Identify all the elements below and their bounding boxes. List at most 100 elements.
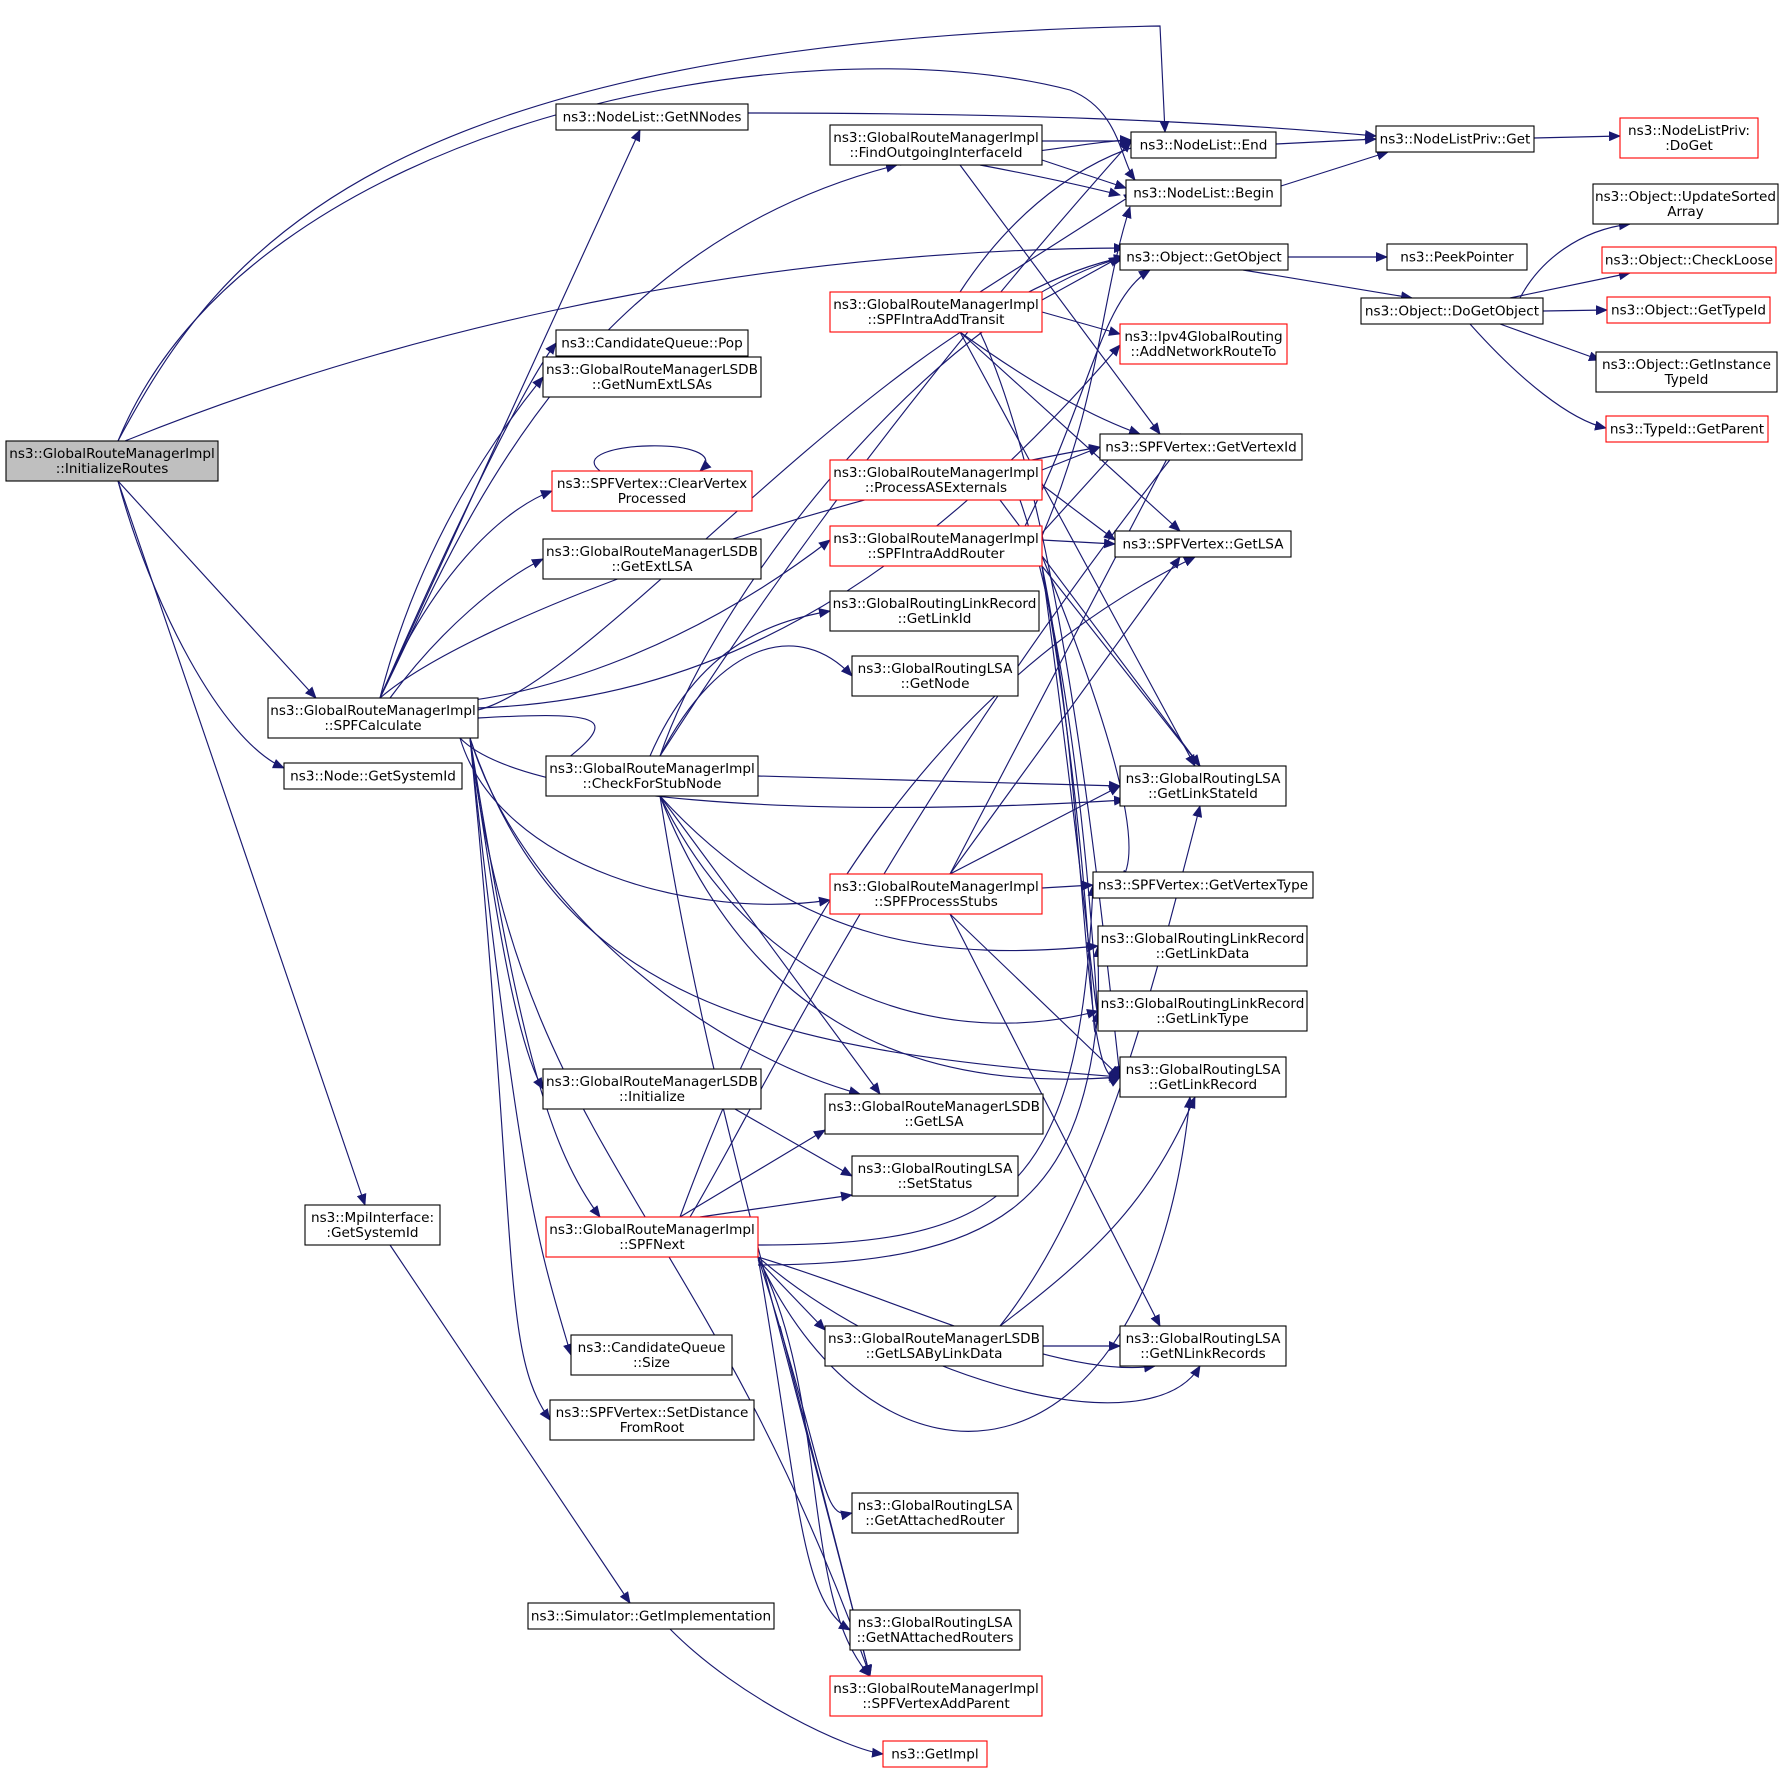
- call-edge: [117, 480, 317, 699]
- node-box: [551, 470, 753, 512]
- node-getattrouter[interactable]: ns3::GlobalRoutingLSA::GetAttachedRouter: [851, 1492, 1019, 1534]
- node-spfnext[interactable]: ns3::GlobalRouteManagerImpl::SPFNext: [545, 1216, 759, 1258]
- node-cqsize[interactable]: ns3::CandidateQueue::Size: [570, 1334, 733, 1376]
- node-label: ::GetNumExtLSAs: [592, 377, 712, 393]
- call-edge: [747, 112, 1377, 140]
- node-getnattached[interactable]: ns3::GlobalRoutingLSA::GetNAttachedRoute…: [849, 1609, 1021, 1651]
- node-label: ::Initialize: [619, 1089, 685, 1105]
- node-label: ::GetNode: [901, 676, 970, 692]
- call-edge: [659, 795, 1121, 1083]
- node-getvertextype[interactable]: ns3::SPFVertex::GetVertexType: [1092, 871, 1314, 899]
- node-nlend[interactable]: ns3::NodeList::End: [1130, 131, 1277, 159]
- call-edge: [1041, 484, 1116, 541]
- node-getvertexid[interactable]: ns3::SPFVertex::GetVertexId: [1099, 433, 1303, 461]
- node-findout[interactable]: ns3::GlobalRouteManagerImpl::FindOutgoin…: [829, 124, 1043, 166]
- call-edge: [1041, 206, 1132, 537]
- node-cqpop[interactable]: ns3::CandidateQueue::Pop: [555, 329, 749, 357]
- node-getparent[interactable]: ns3::TypeId::GetParent: [1605, 415, 1769, 443]
- node-label: ns3::GlobalRoutingLSA: [858, 1615, 1013, 1631]
- node-lsdbinit[interactable]: ns3::GlobalRouteManagerLSDB::Initialize: [542, 1068, 762, 1110]
- node-label: ns3::Object::GetInstance: [1602, 357, 1771, 373]
- call-edge: [679, 1129, 826, 1218]
- node-box: [555, 329, 749, 357]
- node-getlinkstateid[interactable]: ns3::GlobalRoutingLSA::GetLinkStateId: [1119, 765, 1287, 807]
- call-edge: [1533, 131, 1621, 142]
- call-edge: [379, 162, 898, 699]
- node-peek[interactable]: ns3::PeekPointer: [1386, 243, 1528, 271]
- node-label: ns3::GlobalRouteManagerLSDB: [546, 362, 758, 378]
- node-intratransit[interactable]: ns3::GlobalRouteManagerImpl::SPFIntraAdd…: [829, 291, 1043, 333]
- node-checkloose[interactable]: ns3::Object::CheckLoose: [1601, 246, 1777, 274]
- call-edge: [389, 558, 544, 699]
- node-box: [1125, 179, 1282, 207]
- node-label: ::SPFIntraAddRouter: [867, 546, 1004, 562]
- node-getnumext[interactable]: ns3::GlobalRouteManagerLSDB::GetNumExtLS…: [542, 356, 762, 398]
- node-label: ns3::Object::GetTypeId: [1611, 303, 1766, 319]
- node-getobject[interactable]: ns3::Object::GetObject: [1119, 243, 1289, 271]
- node-label: ns3::Object::UpdateSorted: [1595, 189, 1776, 205]
- node-spfcalc[interactable]: ns3::GlobalRouteManagerImpl::SPFCalculat…: [267, 697, 479, 739]
- node-box: [545, 1216, 759, 1258]
- node-label: ns3::SPFVertex::GetVertexType: [1098, 878, 1308, 894]
- node-box: [851, 1492, 1019, 1534]
- node-label: ns3::Object::GetObject: [1126, 250, 1281, 266]
- node-init[interactable]: ns3::GlobalRouteManagerImpl::InitializeR…: [5, 440, 219, 482]
- call-edge: [659, 645, 853, 757]
- node-box: [1119, 323, 1288, 365]
- node-label: ns3::GlobalRoutingLinkRecord: [1101, 931, 1305, 947]
- node-simgetimpl[interactable]: ns3::Simulator::GetImplementation: [527, 1602, 775, 1630]
- node-getnnodes[interactable]: ns3::NodeList::GetNNodes: [555, 103, 749, 131]
- node-label: ns3::GlobalRoutingLSA: [858, 1161, 1013, 1177]
- node-box: [283, 762, 463, 790]
- node-box: [1119, 1325, 1287, 1367]
- node-box: [829, 873, 1043, 915]
- node-getextlsa[interactable]: ns3::GlobalRouteManagerLSDB::GetExtLSA: [542, 538, 762, 580]
- node-checkstub[interactable]: ns3::GlobalRouteManagerImpl::CheckForStu…: [545, 755, 759, 797]
- call-nodes: ns3::GlobalRouteManagerImpl::InitializeR…: [5, 103, 1779, 1768]
- node-lrgetlinkid[interactable]: ns3::GlobalRoutingLinkRecord::GetLinkId: [829, 590, 1040, 632]
- node-dogetobject[interactable]: ns3::Object::DoGetObject: [1360, 297, 1544, 325]
- call-edge: [659, 254, 1126, 757]
- node-gettypeid[interactable]: ns3::Object::GetTypeId: [1606, 296, 1771, 324]
- node-label: ns3::GlobalRouteManagerLSDB: [828, 1331, 1040, 1347]
- node-vertaddparent[interactable]: ns3::GlobalRouteManagerImpl::SPFVertexAd…: [829, 1675, 1043, 1717]
- node-label: ns3::PeekPointer: [1400, 250, 1514, 266]
- call-edge: [593, 445, 712, 472]
- call-edge: [389, 1244, 631, 1604]
- node-lsagetnode[interactable]: ns3::GlobalRoutingLSA::GetNode: [851, 655, 1019, 697]
- node-box: [267, 697, 479, 739]
- node-intrarouter[interactable]: ns3::GlobalRouteManagerImpl::SPFIntraAdd…: [829, 525, 1043, 567]
- node-label: ::GetLSA: [904, 1114, 964, 1130]
- node-lsabylinkdata[interactable]: ns3::GlobalRouteManagerLSDB::GetLSAByLin…: [824, 1325, 1044, 1367]
- node-vgetlsa[interactable]: ns3::SPFVertex::GetLSA: [1114, 530, 1292, 558]
- node-mpisysid[interactable]: ns3::MpiInterface::GetSystemId: [304, 1204, 441, 1246]
- node-label: ns3::GlobalRouteManagerImpl: [833, 130, 1039, 146]
- call-edge: [699, 1191, 853, 1218]
- call-edge: [959, 331, 1196, 767]
- node-getimpl[interactable]: ns3::GetImpl: [882, 1740, 988, 1768]
- node-nlpdoget[interactable]: ns3::NodeListPriv::DoGet: [1619, 117, 1759, 159]
- node-procstubs[interactable]: ns3::GlobalRouteManagerImpl::SPFProcessS…: [829, 873, 1043, 915]
- node-setstatus[interactable]: ns3::GlobalRoutingLSA::SetStatus: [851, 1155, 1019, 1197]
- node-addnetroute[interactable]: ns3::Ipv4GlobalRouting::AddNetworkRouteT…: [1119, 323, 1288, 365]
- node-lsdbgetlsa[interactable]: ns3::GlobalRouteManagerLSDB::GetLSA: [824, 1093, 1044, 1135]
- node-nlpget[interactable]: ns3::NodeListPriv::Get: [1375, 125, 1535, 153]
- node-lrgetlinktype[interactable]: ns3::GlobalRoutingLinkRecord::GetLinkTyp…: [1097, 990, 1308, 1032]
- node-box: [5, 440, 219, 482]
- node-label: ::AddNetworkRouteTo: [1130, 344, 1276, 360]
- node-lsagetlinkrec[interactable]: ns3::GlobalRoutingLSA::GetLinkRecord: [1119, 1056, 1287, 1098]
- node-getnlinkrec[interactable]: ns3::GlobalRoutingLSA::GetNLinkRecords: [1119, 1325, 1287, 1367]
- node-procasext[interactable]: ns3::GlobalRouteManagerImpl::ProcessASEx…: [829, 459, 1043, 501]
- node-label: ns3::GlobalRouteManagerLSDB: [546, 1074, 758, 1090]
- node-nodesysid[interactable]: ns3::Node::GetSystemId: [283, 762, 463, 790]
- call-edge: [949, 556, 1181, 875]
- node-box: [1601, 246, 1777, 274]
- node-label: ns3::NodeList::End: [1140, 138, 1268, 154]
- node-nlbegin[interactable]: ns3::NodeList::Begin: [1125, 179, 1282, 207]
- node-lrgetlinkdata[interactable]: ns3::GlobalRoutingLinkRecord::GetLinkDat…: [1097, 925, 1308, 967]
- node-label: ns3::TypeId::GetParent: [1610, 422, 1764, 438]
